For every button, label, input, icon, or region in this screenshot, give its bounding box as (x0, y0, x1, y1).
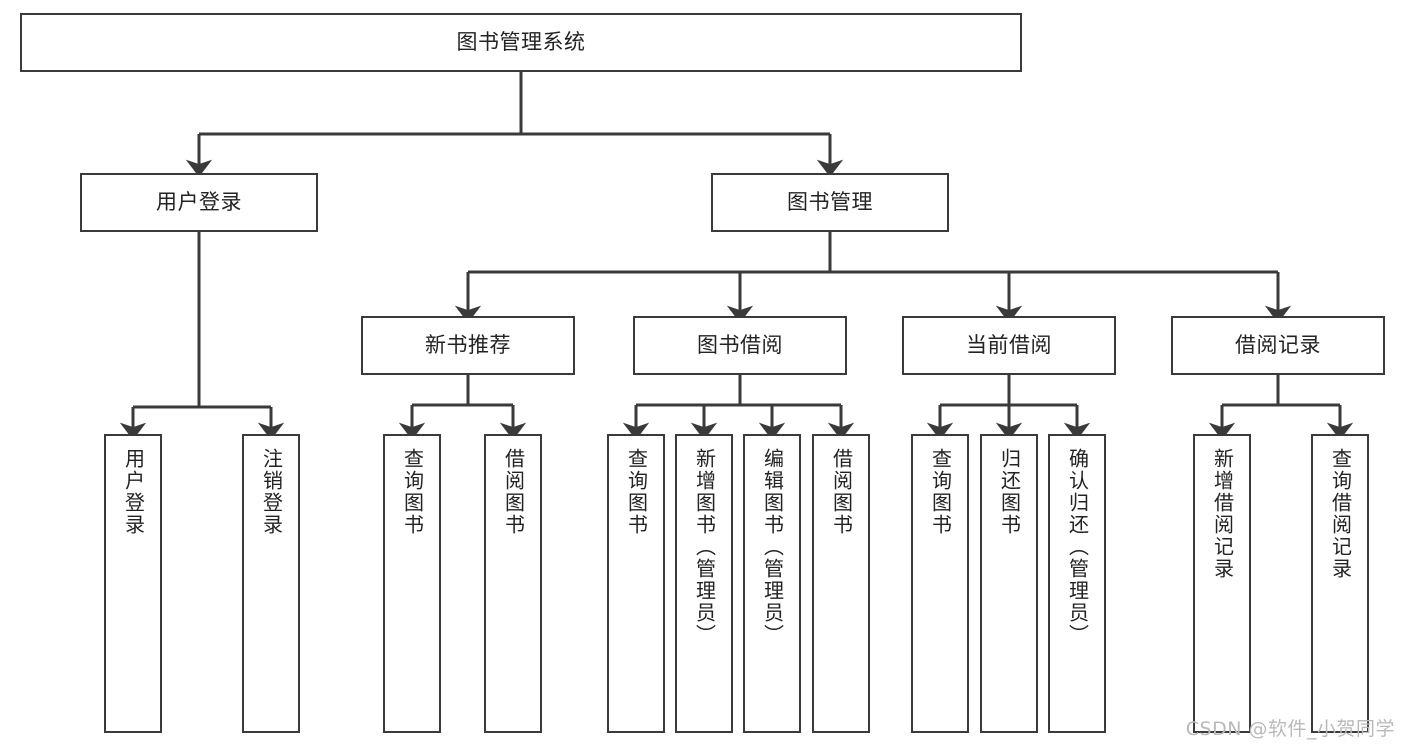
leaf-user-login-signin[interactable]: 用户登录 (104, 434, 162, 733)
node-borrow-record[interactable]: 借阅记录 (1171, 316, 1385, 375)
node-label: 确认归还（管理员） (1065, 448, 1090, 646)
node-book-borrow[interactable]: 图书借阅 (633, 316, 847, 375)
node-label: 新增图书（管理员） (692, 448, 717, 646)
node-label: 新增借阅记录 (1210, 448, 1235, 580)
leaf-new-book-query-books[interactable]: 查询图书 (383, 434, 441, 733)
leaf-current-borrow-query-books[interactable]: 查询图书 (911, 434, 969, 733)
node-label: 图书管理系统 (456, 29, 586, 54)
node-label: 新书推荐 (425, 332, 511, 357)
node-label: 借阅图书 (829, 448, 854, 536)
node-label: 借阅图书 (501, 448, 526, 536)
node-book-management[interactable]: 图书管理 (711, 173, 949, 232)
leaf-borrow-record-query-record[interactable]: 查询借阅记录 (1311, 434, 1369, 733)
node-label: 查询图书 (400, 448, 425, 536)
leaf-book-borrow-query-books[interactable]: 查询图书 (607, 434, 665, 733)
watermark-text: CSDN @软件_小贺同学 (1185, 718, 1395, 740)
leaf-current-borrow-return-books[interactable]: 归还图书 (980, 434, 1038, 733)
node-label: 当前借阅 (966, 332, 1052, 357)
node-label: 查询借阅记录 (1328, 448, 1353, 580)
node-current-borrow[interactable]: 当前借阅 (902, 316, 1116, 375)
leaf-user-login-signout[interactable]: 注销登录 (242, 434, 300, 733)
node-label: 归还图书 (997, 448, 1022, 536)
leaf-current-borrow-confirm-return-admin[interactable]: 确认归还（管理员） (1048, 434, 1106, 733)
node-label: 借阅记录 (1235, 332, 1321, 357)
node-label: 图书管理 (787, 189, 873, 214)
node-label: 注销登录 (259, 448, 284, 536)
node-label: 查询图书 (928, 448, 953, 536)
node-label: 编辑图书（管理员） (760, 448, 785, 646)
node-new-book-recommend[interactable]: 新书推荐 (361, 316, 575, 375)
node-label: 图书借阅 (697, 332, 783, 357)
node-user-login[interactable]: 用户登录 (80, 173, 318, 232)
node-root-book-management-system[interactable]: 图书管理系统 (20, 13, 1022, 72)
leaf-book-borrow-edit-book-admin[interactable]: 编辑图书（管理员） (743, 434, 801, 733)
node-label: 用户登录 (156, 189, 242, 214)
node-label: 用户登录 (121, 448, 146, 536)
leaf-borrow-record-add-record[interactable]: 新增借阅记录 (1193, 434, 1251, 733)
node-label: 查询图书 (624, 448, 649, 536)
leaf-book-borrow-add-book-admin[interactable]: 新增图书（管理员） (675, 434, 733, 733)
leaf-new-book-borrow-books[interactable]: 借阅图书 (484, 434, 542, 733)
leaf-book-borrow-borrow-books[interactable]: 借阅图书 (812, 434, 870, 733)
